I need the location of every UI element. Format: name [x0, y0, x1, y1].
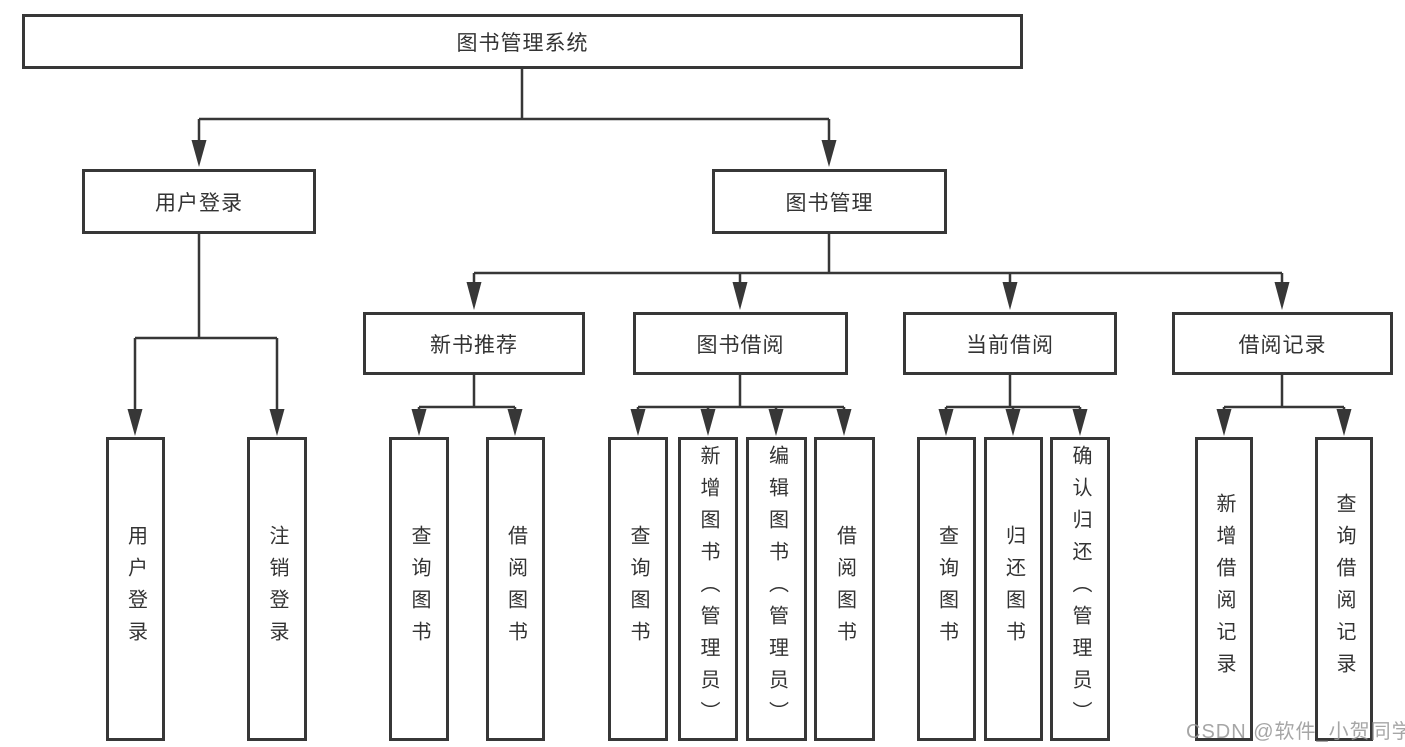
leaf-query-borrow-record: 查询借阅记录 — [1315, 437, 1373, 741]
leaf-add-borrow-record: 新增借阅记录 — [1195, 437, 1253, 741]
leaf-borrow-books-recommend: 借阅图书 — [486, 437, 545, 741]
watermark: CSDN @软件_小贺同学 — [1186, 721, 1405, 743]
node-root: 图书管理系统 — [22, 14, 1023, 69]
node-borrowing-records: 借阅记录 — [1172, 312, 1393, 375]
leaf-borrow-books: 借阅图书 — [814, 437, 875, 741]
leaf-logout: 注销登录 — [247, 437, 307, 741]
node-new-book-recommend: 新书推荐 — [363, 312, 585, 375]
leaf-query-books-current: 查询图书 — [917, 437, 976, 741]
leaf-add-books-admin: 新增图书（管理员） — [678, 437, 738, 741]
leaf-query-books-borrowing: 查询图书 — [608, 437, 668, 741]
node-current-borrowing: 当前借阅 — [903, 312, 1117, 375]
node-book-management: 图书管理 — [712, 169, 947, 234]
leaf-user-login: 用户登录 — [106, 437, 165, 741]
leaf-edit-books-admin: 编辑图书（管理员） — [746, 437, 807, 741]
node-user-login: 用户登录 — [82, 169, 316, 234]
leaf-query-books-recommend: 查询图书 — [389, 437, 449, 741]
leaf-confirm-return-admin: 确认归还（管理员） — [1050, 437, 1110, 741]
leaf-return-books: 归还图书 — [984, 437, 1043, 741]
node-book-borrowing: 图书借阅 — [633, 312, 848, 375]
